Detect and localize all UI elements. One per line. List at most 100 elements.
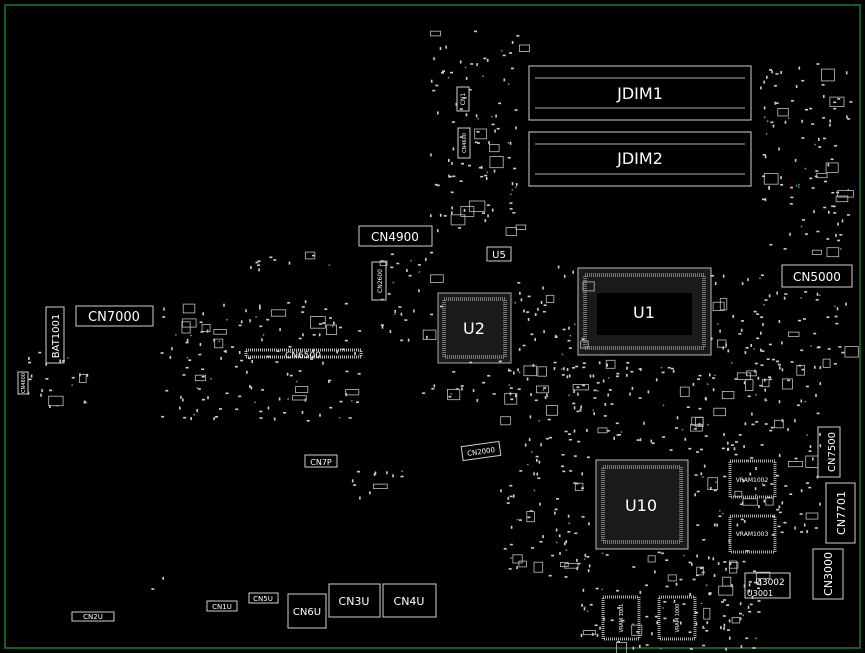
small-component-outline [537,366,547,377]
vram1002-chip[interactable]: VRAM1002 [728,459,777,499]
smd-pad [706,621,709,625]
smd-pad [542,535,544,539]
smd-pad [787,379,791,382]
smd-pad [480,165,483,169]
jdim1-slot[interactable]: JDIM1 [528,65,752,121]
cn2u-connector[interactable]: CN2U [71,611,115,622]
smd-pad [197,388,201,390]
smd-pad [400,339,404,342]
via [777,363,780,365]
smd-pad [712,557,715,561]
smd-pad [576,410,580,413]
small-component-outline [734,490,743,498]
smd-pad [815,170,819,172]
smd-pad [713,523,716,527]
cn7p-connector[interactable]: CN7P [304,454,338,468]
smd-pad [798,66,801,70]
u5-chip[interactable]: U5 [486,246,512,262]
smd-pad [298,337,302,340]
jdim2-slot[interactable]: JDIM2 [528,131,752,187]
via [295,380,298,383]
cn1u-connector[interactable]: CN1U [206,600,238,612]
smd-pad [824,180,827,183]
vram1003-chip[interactable]: VRAM1003 [728,514,777,554]
smd-pad [704,435,708,437]
cn3000-connector[interactable]: CN3000 [812,548,844,600]
smd-pad [769,243,773,246]
smd-pad [593,412,595,416]
smd-pad [804,291,808,293]
vram1000-chip[interactable]: VRAM 1000 [657,595,697,641]
cn6u-connector[interactable]: CN6U [287,593,327,629]
smd-pad [731,444,734,446]
vram1001-chip[interactable]: VRAM 1001 [601,595,641,641]
smd-pad [553,367,556,370]
smd-pad [651,442,655,444]
smd-pad [762,175,766,178]
via [542,389,545,391]
smd-pad [515,394,517,398]
smd-pad [586,556,590,558]
smd-pad [584,553,587,557]
smd-pad [700,472,703,476]
smd-pad [437,229,439,233]
cn2000-connector[interactable]: CN2000 [460,440,502,462]
cn1-connector[interactable]: CN1 [456,86,470,112]
smd-pad [727,447,730,451]
cn4800-connector[interactable]: CN4800 [17,371,29,395]
smd-pad [572,367,575,369]
smd-pad [348,417,352,419]
small-component-outline [292,395,307,401]
via [226,318,228,321]
smd-pad [329,317,332,319]
u10-gpu[interactable]: U10 [595,459,689,550]
smd-pad [747,605,750,609]
via [703,627,706,630]
via [501,49,503,52]
smd-pad [520,298,523,302]
cn5u-label: CN5U [253,595,273,603]
u1-cpu[interactable]: U1 [577,267,712,356]
smd-pad [837,98,841,100]
smd-pad [503,548,507,550]
smd-pad [312,334,316,336]
smd-pad [568,374,571,378]
smd-pad [400,475,404,478]
cn7000-connector[interactable]: CN7000 [75,305,154,327]
via [681,428,684,431]
smd-pad [538,460,541,464]
u3002-chip[interactable]: U3002 U3001 [744,572,791,599]
cn5u-connector[interactable]: CN5U [248,592,279,604]
smd-pad [511,182,514,186]
cn6500-connector[interactable]: CN6500 [244,348,363,361]
bat1001-battery[interactable]: BAT1001 [45,306,65,364]
smd-pad [777,364,781,366]
cn7701-connector[interactable]: CN7701 [825,482,856,544]
cn7500-connector[interactable]: CN7500 [817,426,841,478]
u2-pch[interactable]: U2 [437,292,512,364]
cn3u-connector[interactable]: CN3U [328,583,381,618]
smd-pad [439,305,443,308]
smd-pad [551,554,555,557]
smd-pad [398,306,402,308]
cn4600-connector[interactable]: CN4600 [457,127,471,159]
smd-pad [696,554,698,558]
small-component-outline [717,339,727,348]
smd-pad [196,409,198,413]
cn5000-connector[interactable]: CN5000 [781,264,853,288]
smd-pad [729,636,731,640]
cn4u-connector[interactable]: CN4U [382,583,437,618]
small-component-outline [844,346,859,358]
smd-pad [831,191,835,194]
smd-pad [71,376,75,379]
smd-pad [509,52,512,54]
bat1001-label: BAT1001 [51,314,62,358]
cn4900-connector[interactable]: CN4900 [358,225,433,247]
smd-pad [791,100,794,102]
cn2600-connector[interactable]: CN2600 [371,261,387,301]
via [526,463,529,466]
small-component-outline [429,30,441,37]
smd-pad [573,455,577,457]
smd-pad [484,174,488,177]
smd-pad [757,376,760,380]
